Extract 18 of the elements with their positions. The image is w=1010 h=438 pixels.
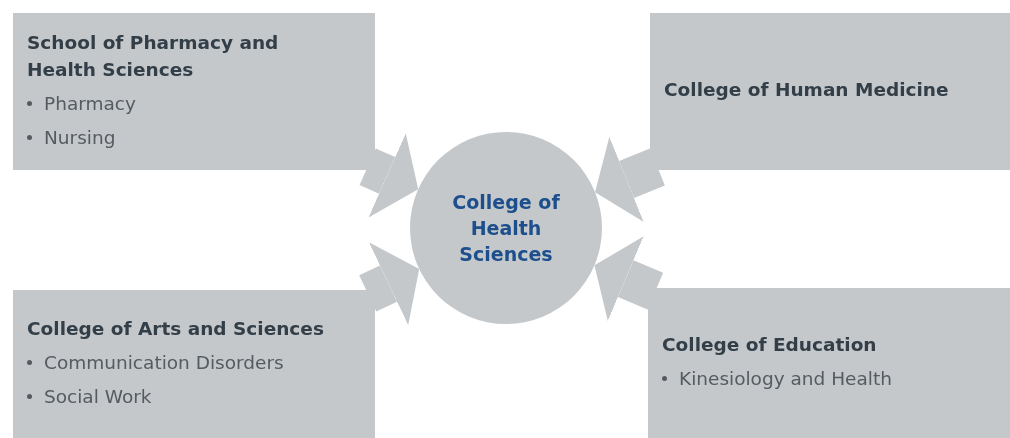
block-arrow	[595, 136, 665, 223]
box-heading: School of Pharmacy and Health Sciences	[27, 30, 280, 82]
bullet-item: Communication Disorders	[44, 350, 284, 375]
callout-box	[13, 290, 375, 438]
bullet-item: Pharmacy	[44, 91, 136, 116]
block-arrow	[594, 236, 664, 321]
box-heading: College of Education	[662, 332, 878, 357]
callout-box	[650, 13, 1010, 170]
callout-box	[13, 13, 375, 170]
circle-label: College of Health Sciences	[451, 190, 561, 267]
box-heading: College of Arts and Sciences	[27, 316, 325, 341]
block-arrow	[359, 242, 420, 326]
bullet-item: Nursing	[44, 125, 116, 150]
box-heading: College of Human Medicine	[664, 78, 950, 102]
block-arrow	[359, 133, 419, 218]
bullet-item: Social Work	[44, 384, 152, 409]
callout-box	[648, 288, 1010, 438]
bullet-item: Kinesiology and Health	[679, 366, 892, 391]
